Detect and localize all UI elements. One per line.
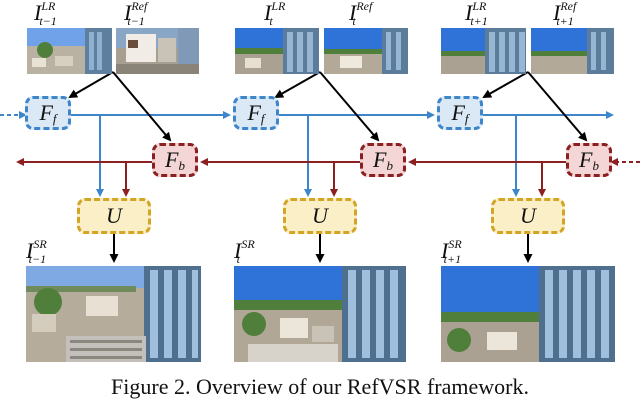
sr-output-t-plus-1 [441,266,615,362]
label-ref-t: IReft [349,0,373,28]
forward-propagation [0,111,614,197]
label-lr-t-plus-1: ILRt+1 [465,0,488,28]
label-sr-t-minus-1: ISRt−1 [26,237,47,266]
label-sr-t-plus-1: ISRt+1 [441,237,462,266]
sr-output-t-minus-1 [26,266,201,362]
lr-thumbnail-t [235,28,319,74]
label-ref-t-plus-1: IReft+1 [553,0,577,28]
sr-output-t [234,266,406,362]
backward-propagation [16,158,640,197]
label-ref-t-minus-1: IReft−1 [124,0,148,28]
ref-thumbnail-t-minus-1 [116,28,199,74]
label-lr-t-minus-1: ILRt−1 [34,0,57,28]
label-sr-t: ISRt [234,237,255,266]
lr-thumbnail-t-plus-1 [441,28,526,74]
label-lr-t: ILRt [264,0,286,28]
upsampler-module-t: U [283,198,357,234]
upsampler-module-t-plus-1: U [491,198,565,234]
ref-thumbnail-t [324,28,408,74]
figure-caption: Figure 2. Overview of our RefVSR framewo… [111,374,529,399]
input-arrows [68,71,588,263]
lr-thumbnail-t-minus-1 [27,28,112,74]
ref-thumbnail-t-plus-1 [531,28,614,74]
upsampler-module-t-minus-1: U [77,198,151,234]
